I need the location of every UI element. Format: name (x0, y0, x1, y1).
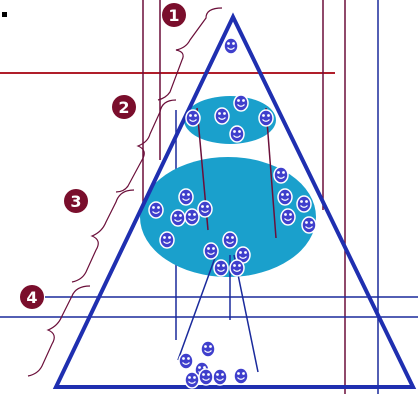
smiley-face-icon (213, 259, 229, 277)
smiley-face-icon (222, 231, 238, 249)
level-badge-label: 1 (168, 6, 179, 25)
smiley-face-icon (178, 352, 194, 370)
smiley-face-icon (198, 368, 214, 386)
curly-braces (27, 7, 223, 377)
level-badge-label: 4 (26, 288, 37, 307)
level-badge-label: 2 (118, 98, 129, 117)
smiley-face-icon (148, 201, 164, 219)
numbered-circle-icon: 4 (20, 285, 44, 309)
curly-brace-icon (115, 99, 177, 193)
people-icons (148, 37, 317, 389)
smiley-face-icon (233, 94, 249, 112)
numbered-circle-icon: 2 (112, 95, 136, 119)
smiley-face-icon (235, 246, 251, 264)
upper-group-blob (184, 96, 276, 144)
smiley-face-icon (258, 109, 274, 127)
corner-marker (2, 12, 7, 17)
smiley-face-icon (280, 208, 296, 226)
smiley-face-icon (214, 107, 230, 125)
smiley-face-icon (197, 200, 213, 218)
smiley-face-icon (296, 195, 312, 213)
smiley-face-icon (273, 166, 289, 184)
smiley-face-icon (159, 231, 175, 249)
smiley-face-icon (229, 259, 245, 277)
level-badges: 1 2 3 4 (20, 3, 186, 309)
level-badge-label: 3 (70, 192, 81, 211)
curly-brace-icon (71, 189, 135, 283)
numbered-circle-icon: 3 (64, 189, 88, 213)
smiley-face-icon (170, 209, 186, 227)
smiley-face-icon (184, 208, 200, 226)
smiley-face-icon (185, 109, 201, 127)
smiley-face-icon (178, 188, 194, 206)
smiley-face-icon (212, 368, 228, 386)
curly-brace-icon (157, 7, 223, 101)
smiley-face-icon (277, 188, 293, 206)
smiley-face-icon (200, 340, 216, 358)
smiley-face-icon (223, 37, 239, 55)
pyramid-triangle (52, 12, 417, 389)
smiley-face-icon (301, 216, 317, 234)
numbered-circle-icon: 1 (162, 3, 186, 27)
smiley-face-icon (233, 367, 249, 385)
smiley-face-icon (184, 371, 200, 389)
smiley-face-icon (229, 125, 245, 143)
smiley-face-icon (203, 242, 219, 260)
curly-brace-icon (27, 285, 91, 377)
